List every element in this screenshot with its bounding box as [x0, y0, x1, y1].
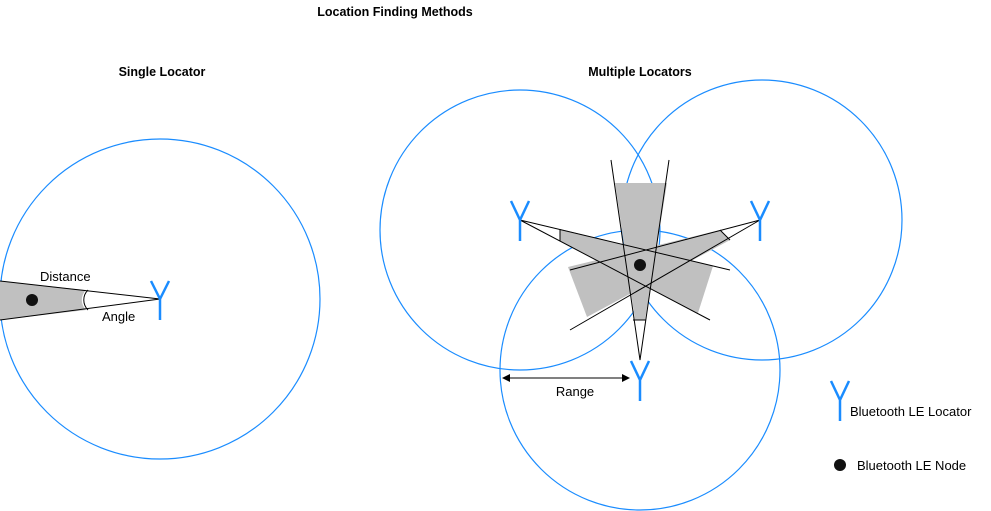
legend-locator-label: Bluetooth LE Locator — [850, 404, 972, 419]
bottom-angle-lines — [610, 159, 670, 361]
antenna-icon-left — [509, 200, 531, 241]
legend: Bluetooth LE Locator Bluetooth LE Node — [829, 380, 972, 473]
diagram-title: Location Finding Methods — [317, 5, 473, 19]
angle-markers — [559, 229, 731, 321]
area-right-locator — [568, 230, 730, 317]
angle-label: Angle — [102, 309, 135, 324]
location-area — [0, 281, 86, 320]
single-locator-group: Distance Angle — [0, 138, 321, 460]
node-dot — [26, 294, 38, 306]
legend-node-label: Bluetooth LE Node — [857, 458, 966, 473]
antenna-icon — [829, 380, 851, 421]
range-circle-left — [379, 89, 661, 371]
node-dot — [634, 259, 646, 271]
range-label: Range — [556, 384, 594, 399]
node-dot-icon — [834, 459, 846, 471]
multiple-locators-group: Range — [379, 79, 903, 511]
antenna-icon-bottom — [629, 360, 651, 401]
range-circle-right — [621, 79, 903, 361]
range-circle — [0, 138, 321, 460]
antenna-icon — [149, 280, 171, 320]
distance-label: Distance — [40, 269, 91, 284]
single-locator-heading: Single Locator — [119, 65, 206, 79]
angle-arc — [83, 289, 89, 311]
multiple-locators-heading: Multiple Locators — [588, 65, 692, 79]
antenna-icon-right — [749, 200, 771, 241]
